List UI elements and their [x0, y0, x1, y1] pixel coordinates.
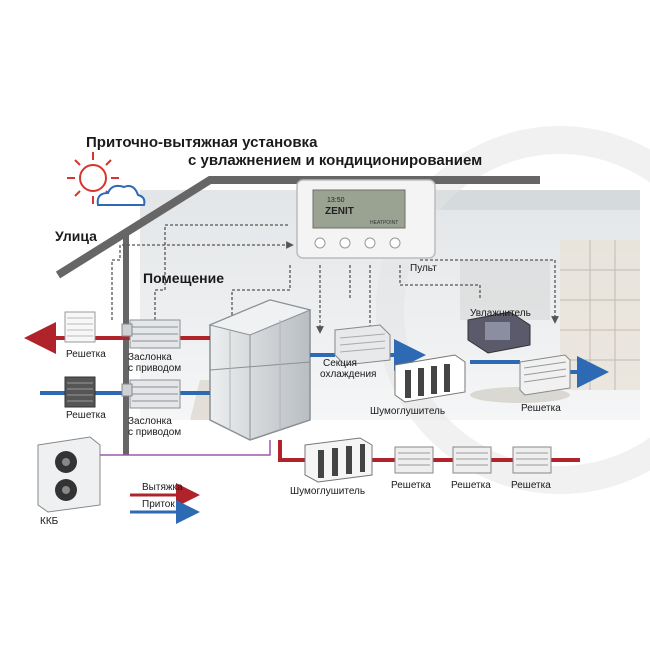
- label-remote: Пульт: [410, 263, 437, 274]
- title-line-2: с увлажнением и кондиционированием: [188, 152, 483, 169]
- silencer-exhaust: [304, 437, 373, 483]
- sun-cloud-icon: [67, 152, 146, 206]
- grille-exhaust-2: [452, 446, 492, 474]
- label-silencer-supply: Шумоглушитель: [370, 406, 446, 417]
- grille-exhaust-3: [512, 446, 552, 474]
- label-damper-exhaust-2: с приводом: [128, 363, 182, 374]
- panel-subtitle: HEATPOINT: [370, 220, 399, 226]
- panel-time: 13:50: [327, 197, 345, 204]
- label-grille-supply-inlet: Решетка: [66, 410, 106, 421]
- label-grille-exhaust-1: Решетка: [391, 480, 431, 491]
- damper-exhaust: [121, 319, 181, 349]
- label-silencer-exhaust: Шумоглушитель: [290, 486, 366, 497]
- legend-supply: Приток: [142, 499, 175, 510]
- label-kkb: ККБ: [40, 516, 59, 527]
- label-damper-supply-1: Заслонка: [128, 416, 172, 427]
- label-damper-supply-2: с приводом: [128, 427, 182, 438]
- label-grille-exhaust-2: Решетка: [451, 480, 491, 491]
- grille-supply-outlet: [519, 354, 571, 396]
- legend-arrows: [130, 483, 200, 524]
- grille-supply-inlet: [64, 376, 96, 408]
- label-room: Помещение: [143, 270, 225, 286]
- panel-brand: ZENIT: [325, 206, 354, 217]
- label-cooling-1: Секция: [323, 358, 357, 369]
- control-lines: [111, 190, 559, 340]
- label-damper-exhaust-1: Заслонка: [128, 352, 172, 363]
- label-grille-exhaust-3: Решетка: [511, 480, 551, 491]
- air-handling-unit: [208, 299, 312, 441]
- label-grille-exhaust-outlet: Решетка: [66, 349, 106, 360]
- legend-exhaust: Вытяжка: [142, 482, 183, 493]
- silencer-supply: [394, 354, 466, 403]
- label-cooling-2: охлаждения: [320, 369, 377, 380]
- cooling-section: [334, 324, 391, 366]
- remote-panel: [296, 179, 436, 259]
- damper-supply: [121, 379, 181, 409]
- humidifier: [467, 311, 531, 354]
- label-grille-supply-outlet: Решетка: [521, 403, 561, 414]
- kkb-line: [100, 440, 271, 456]
- label-humidifier: Увлажнитель: [470, 308, 531, 319]
- kkb-unit: [37, 436, 101, 513]
- grille-exhaust-outlet: [64, 311, 96, 343]
- label-street: Улица: [55, 228, 97, 244]
- title-line-1: Приточно-вытяжная установка: [86, 134, 318, 151]
- grille-exhaust-1: [394, 446, 434, 474]
